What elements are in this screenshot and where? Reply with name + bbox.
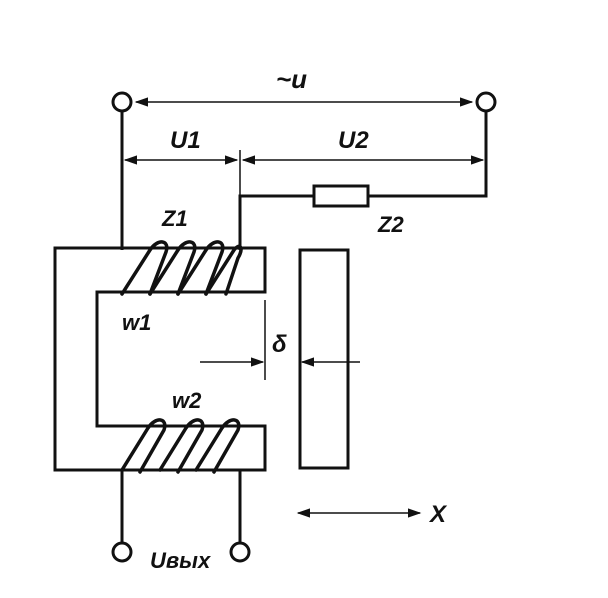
output-voltage-label: Uвых	[150, 548, 211, 573]
output-terminal-right	[229, 541, 251, 563]
voltage-1-label: U1	[170, 127, 201, 154]
input-terminal-right	[475, 91, 497, 113]
voltage-2-label: U2	[338, 127, 369, 154]
winding-2-label: w2	[172, 388, 202, 413]
displacement-label: X	[428, 501, 448, 528]
input-terminal-left	[111, 91, 133, 113]
armature-plate	[298, 248, 350, 470]
magnetic-core	[53, 246, 267, 472]
winding-1-coil	[120, 240, 243, 296]
impedance-z2	[312, 184, 370, 208]
output-terminal-left	[111, 541, 133, 563]
wire-z2-to-coil	[238, 194, 314, 250]
impedance-1-label: Z1	[161, 206, 188, 231]
winding-1-label: w1	[122, 310, 151, 335]
source-voltage-label: ~u	[276, 64, 307, 94]
wire-right-input	[368, 111, 488, 198]
air-gap-label: δ	[272, 331, 287, 358]
impedance-2-label: Z2	[377, 212, 404, 237]
winding-2-coil	[120, 418, 241, 474]
